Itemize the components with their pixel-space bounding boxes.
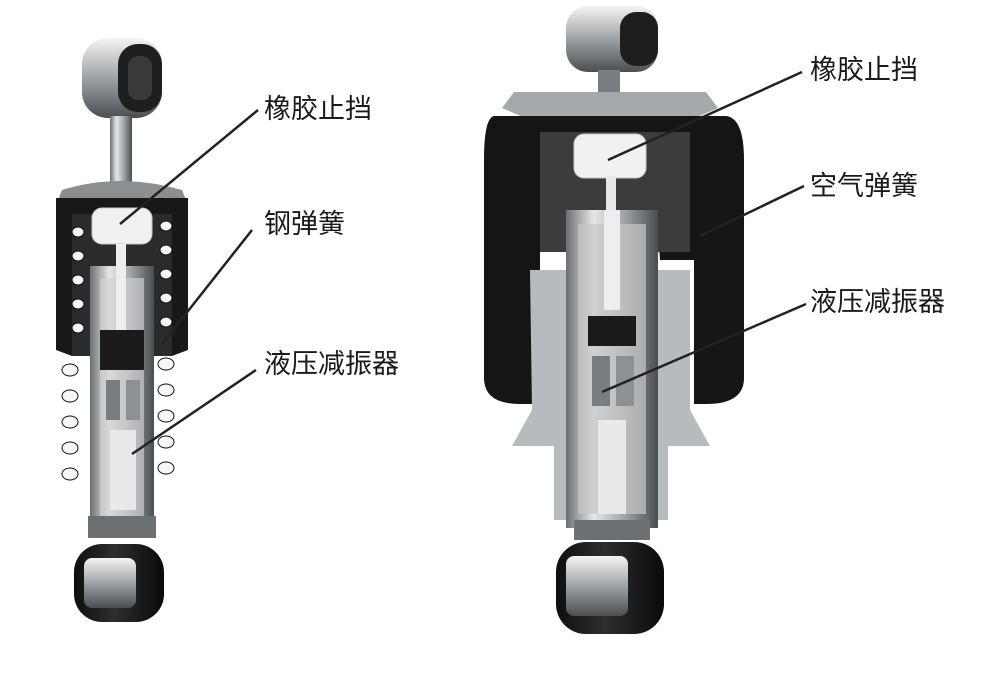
right-air-spring-damper [484,6,744,634]
leader-right-rubber-stop [607,70,803,162]
leader-right-hydraulic-damper [601,302,807,394]
right-top-eye-bushing [566,6,658,72]
leader-right-air-spring [699,184,805,238]
left-bottom-eye-bushing [74,544,164,622]
label-right-rubber-stop: 橡胶止挡 [810,55,918,86]
label-right-air-spring: 空气弹簧 [810,171,918,202]
left-outer-housing [56,198,188,356]
leader-left-steel-spring [161,229,253,345]
right-bottom-eye-bushing [556,542,664,634]
left-rubber-stop [91,207,153,245]
leader-left-rubber-stop [119,109,259,225]
label-left-rubber-stop: 橡胶止挡 [264,94,372,125]
left-steel-spring [61,220,175,481]
right-rubber-stop [573,133,647,179]
left-top-eye-bushing [82,38,162,118]
label-left-steel-spring: 钢弹簧 [264,209,345,240]
leader-lines [119,70,807,456]
leader-left-hydraulic-damper [131,368,257,456]
right-top-plate [502,92,718,120]
label-left-hydraulic-damper: 液压减振器 [264,349,399,380]
label-right-hydraulic-damper: 液压减振器 [810,287,945,318]
left-shock-absorber [56,38,188,622]
left-piston-rod [110,116,132,184]
